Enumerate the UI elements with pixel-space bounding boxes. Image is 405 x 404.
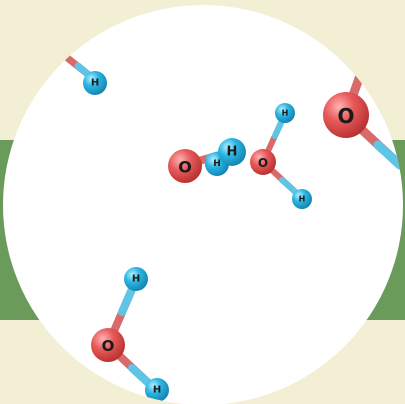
white-disc (3, 5, 403, 404)
atom-label: H (299, 195, 306, 204)
atom-label: O (337, 104, 354, 128)
oxygen-atom (323, 92, 369, 138)
water-molecule-center: O H H (168, 138, 246, 183)
oxygen-atom (91, 328, 125, 362)
atom-label: H (132, 274, 140, 285)
atom-label: H (282, 109, 289, 118)
hydrogen-atom (292, 189, 312, 209)
water-molecule-bottom-left: O H H (91, 267, 169, 402)
hydrogen-atom (218, 138, 246, 166)
atom-label: O (102, 337, 115, 355)
hydrogen-atom (83, 71, 107, 95)
oxygen-atom (250, 149, 276, 175)
hydrogen-atom (145, 378, 169, 402)
atom-label: H (153, 385, 161, 396)
atom-label: H (91, 78, 99, 89)
hydrogen-atom (124, 267, 148, 291)
atom-label: O (178, 158, 192, 177)
atom-label: H (227, 145, 238, 160)
water-molecule-right: O H H (250, 103, 312, 209)
atom-label: H (213, 159, 221, 169)
atom-label: O (258, 156, 268, 170)
hydrogen-atom (275, 103, 295, 123)
molecules-layer: H O H H O H H (56, 48, 403, 402)
oxygen-atom (168, 149, 202, 183)
